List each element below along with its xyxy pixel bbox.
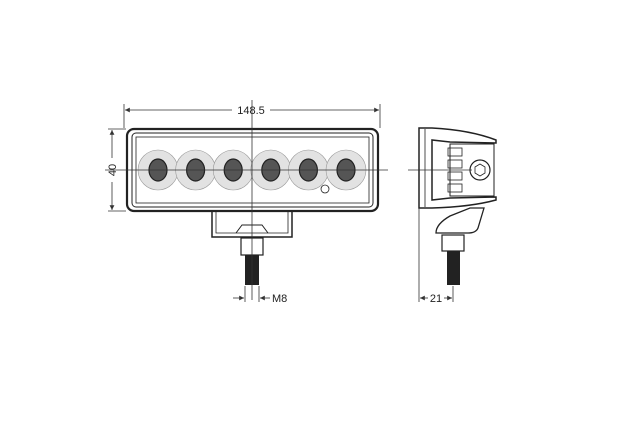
depth-label: 21 — [430, 293, 442, 305]
side-bolt-thread — [447, 251, 460, 285]
side-nut — [441, 234, 465, 252]
dimension-thread: M8 — [233, 286, 287, 305]
dimension-depth: 21 — [418, 208, 454, 305]
front-view — [105, 100, 388, 300]
dimension-width: 148.5 — [123, 104, 381, 128]
side-view — [408, 127, 497, 285]
thread-label: M8 — [272, 293, 287, 305]
dimension-height: 40 — [107, 128, 126, 212]
pivot-bolt — [469, 159, 491, 181]
height-label: 40 — [107, 164, 119, 176]
width-label: 148.5 — [237, 105, 265, 117]
logo-mark — [320, 184, 330, 194]
side-bracket — [435, 207, 485, 234]
side-housing — [418, 127, 497, 209]
